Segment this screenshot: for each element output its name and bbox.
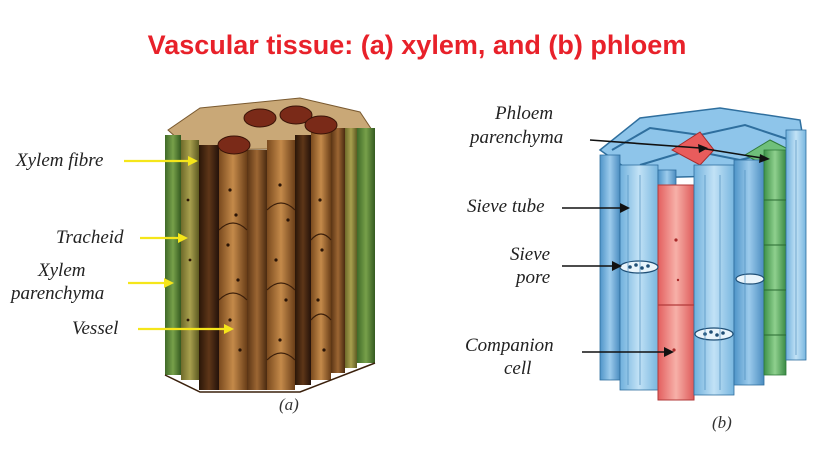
label-phloem-parenchyma-line2: parenchyma [470, 127, 564, 148]
label-tracheid: Tracheid [56, 227, 124, 248]
label-sieve-tube: Sieve tube [467, 196, 545, 217]
phloem-arrows [562, 139, 770, 357]
xylem-arrows [124, 156, 234, 334]
label-xylem-parenchyma-line2: parenchyma [11, 283, 105, 304]
caption-a: (a) [279, 395, 299, 414]
diagram-title: Vascular tissue: (a) xylem, and (b) phlo… [147, 30, 687, 60]
label-xylem-fibre: Xylem fibre [16, 150, 104, 171]
label-companion-cell-line1: Companion [465, 335, 554, 356]
label-sieve-pore-line1: Sieve [510, 244, 551, 265]
phloem-block [598, 107, 807, 401]
caption-b: (b) [712, 413, 732, 432]
xylem-block [164, 97, 376, 393]
label-companion-cell-line2: cell [504, 358, 532, 379]
label-xylem-parenchyma-line1: Xylem [38, 260, 86, 281]
label-sieve-pore-line2: pore [516, 267, 551, 288]
label-phloem-parenchyma-line1: Phloem [495, 103, 554, 124]
label-vessel: Vessel [72, 318, 119, 339]
